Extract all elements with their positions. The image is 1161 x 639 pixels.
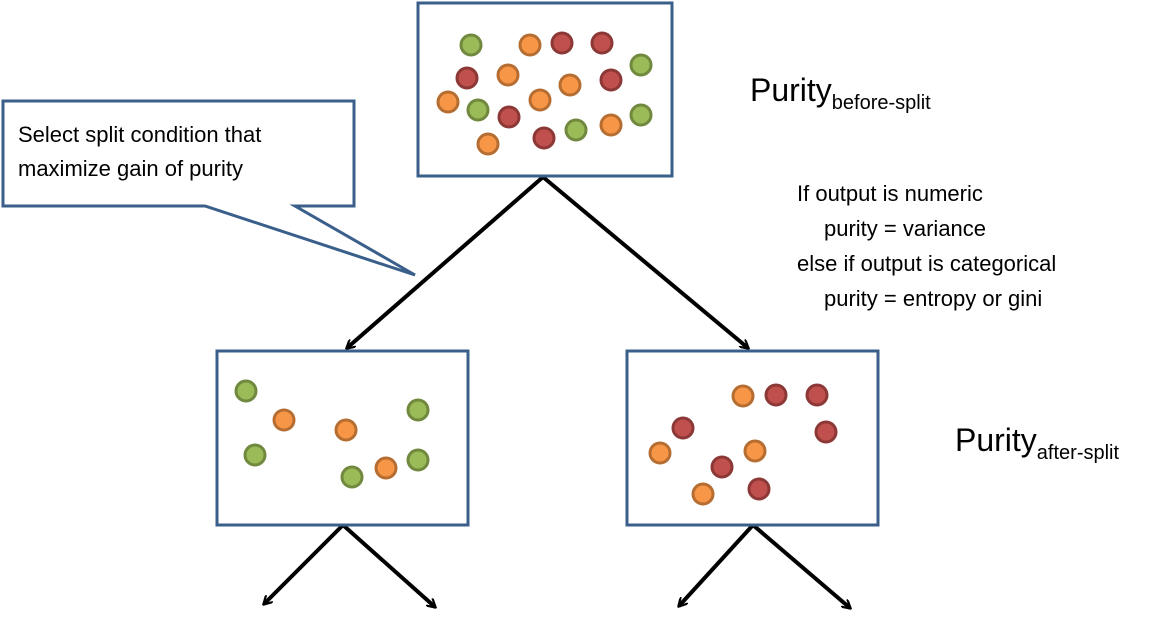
callout-line-2: maximize gain of purity: [18, 156, 243, 181]
green-data-point: [234, 379, 258, 403]
red-data-point: [671, 416, 695, 440]
condition-line: else if output is categorical: [797, 251, 1057, 276]
condition-line: purity = variance: [824, 216, 987, 241]
arrow-left-right: [341, 523, 435, 607]
purity-before-sub: before-split: [831, 92, 931, 114]
orange-data-point: [691, 482, 715, 506]
orange-data-point: [528, 88, 552, 112]
purity-after-main: Purity: [955, 422, 1037, 458]
red-data-point: [532, 126, 556, 150]
callout-text: Select split condition that maximize gai…: [18, 118, 261, 186]
purity-before-main: Purity: [750, 72, 832, 108]
red-data-point: [550, 31, 574, 55]
arrow-right-left: [679, 523, 755, 606]
green-data-point: [564, 118, 588, 142]
arrow-right-right: [751, 523, 850, 608]
red-data-point: [455, 66, 479, 90]
left-node-box: [215, 349, 470, 527]
green-data-point: [459, 33, 483, 57]
orange-data-point: [436, 90, 460, 114]
arrow-root-right: [541, 175, 748, 348]
green-data-point: [406, 398, 430, 422]
red-data-point: [590, 31, 614, 55]
purity-conditions: If output is numeric purity = variance e…: [797, 176, 1056, 316]
red-data-point: [599, 68, 623, 92]
green-data-point: [466, 98, 490, 122]
red-data-point: [814, 420, 838, 444]
green-data-point: [340, 465, 364, 489]
root-node-box: [416, 1, 674, 178]
green-data-point: [406, 448, 430, 472]
arrows: [264, 175, 850, 608]
orange-data-point: [496, 63, 520, 87]
right-node-box: [625, 349, 880, 527]
orange-data-point: [518, 33, 542, 57]
arrow-left-left: [264, 523, 345, 604]
orange-data-point: [648, 441, 672, 465]
data-points: [234, 31, 838, 506]
orange-data-point: [743, 439, 767, 463]
orange-data-point: [334, 418, 358, 442]
red-data-point: [805, 383, 829, 407]
green-data-point: [629, 103, 653, 127]
orange-data-point: [272, 408, 296, 432]
condition-line: purity = entropy or gini: [824, 286, 1043, 311]
purity-after-label: Purityafter-split: [955, 422, 1119, 465]
orange-data-point: [476, 132, 500, 156]
orange-data-point: [731, 384, 755, 408]
arrow-root-left: [347, 175, 545, 348]
condition-line: If output is numeric: [797, 181, 983, 206]
red-data-point: [710, 455, 734, 479]
red-data-point: [764, 383, 788, 407]
orange-data-point: [558, 73, 582, 97]
green-data-point: [243, 443, 267, 467]
orange-data-point: [599, 113, 623, 137]
green-data-point: [629, 53, 653, 77]
orange-data-point: [374, 456, 398, 480]
red-data-point: [747, 477, 771, 501]
purity-before-label: Puritybefore-split: [750, 72, 931, 115]
purity-after-sub: after-split: [1036, 442, 1120, 464]
callout-line-1: Select split condition that: [18, 122, 262, 147]
callout-bubble: [1, 99, 416, 277]
red-data-point: [497, 105, 521, 129]
